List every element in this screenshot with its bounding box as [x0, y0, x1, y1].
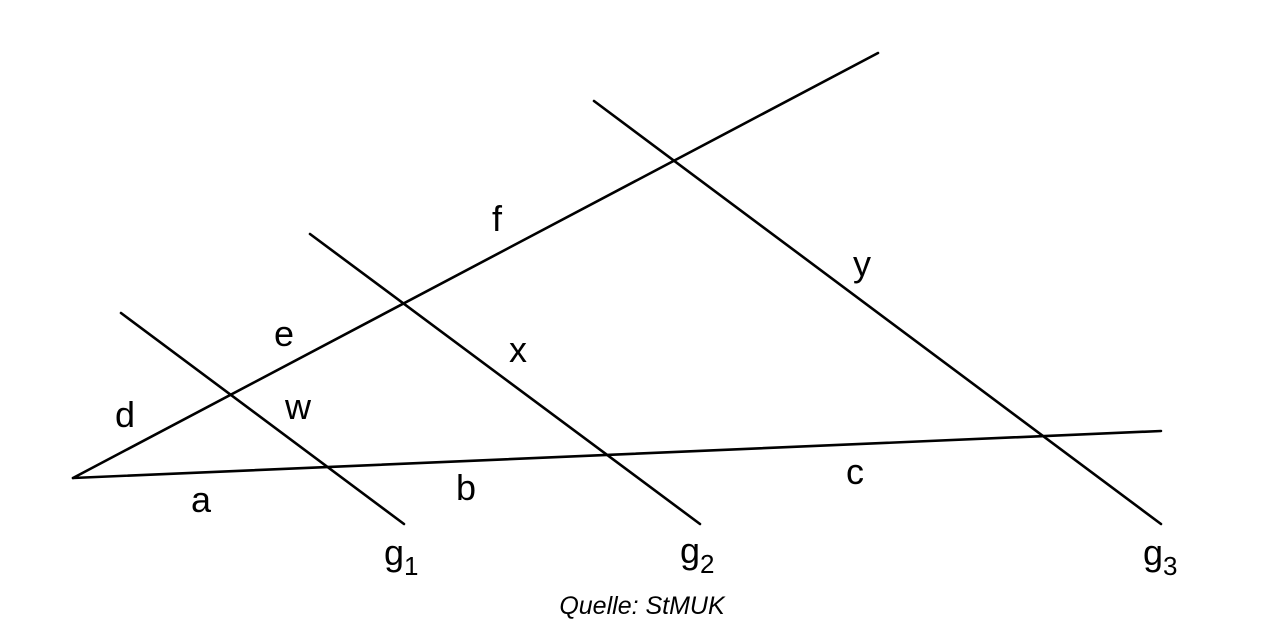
parallel-line-g1 [119, 311, 406, 526]
label-y: y [853, 243, 871, 284]
label-a: a [191, 479, 212, 520]
label-x: x [509, 329, 527, 370]
lower-ray [71, 429, 1163, 480]
label-b: b [456, 467, 476, 508]
label-e: e [274, 313, 294, 354]
label-f: f [492, 198, 503, 239]
label-w: w [284, 386, 312, 427]
parallel-line-g2 [308, 232, 702, 526]
label-g1: g1 [384, 532, 419, 581]
label-c: c [846, 451, 864, 492]
parallel-line-g3 [592, 99, 1163, 526]
label-d: d [115, 394, 135, 435]
label-g2: g2 [680, 530, 715, 579]
upper-ray [71, 51, 880, 480]
label-g3: g3 [1143, 532, 1178, 581]
source-caption: Quelle: StMUK [559, 592, 725, 620]
